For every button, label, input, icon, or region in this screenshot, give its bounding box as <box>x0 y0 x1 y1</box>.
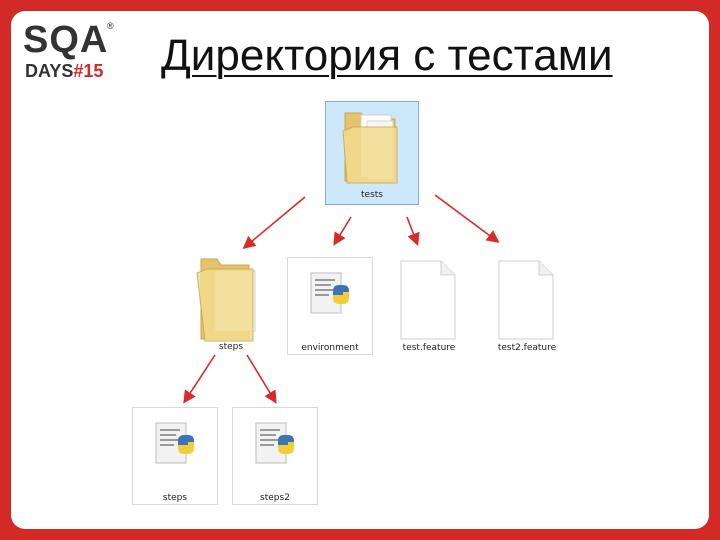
file-test2-feature-label: test2.feature <box>497 343 557 353</box>
logo-top-text: SQA <box>23 19 109 61</box>
file-steps-py-label: steps <box>162 493 188 503</box>
logo-sqa-text: SQA <box>23 19 108 62</box>
folder-icon <box>342 112 398 184</box>
file-steps2-py[interactable]: steps2 <box>232 407 318 505</box>
arrows-layer <box>183 194 500 404</box>
slide-title: Директория с тестами <box>161 31 613 80</box>
registered-mark: ® <box>107 21 114 31</box>
file-icon <box>400 260 456 340</box>
python-file-icon <box>155 422 194 464</box>
sqa-days-logo: SQA ® DAYS#15 <box>23 19 123 95</box>
logo-number: #15 <box>73 61 104 81</box>
folder-steps-label: steps <box>218 342 244 352</box>
folder-tests[interactable]: tests <box>325 101 419 205</box>
folder-tests-label: tests <box>361 190 383 200</box>
file-test-feature-label: test.feature <box>402 343 456 353</box>
logo-days: DAYS <box>25 61 74 81</box>
folder-steps[interactable]: steps <box>191 251 271 355</box>
file-steps-py[interactable]: steps <box>132 407 218 505</box>
file-environment-label: environment <box>301 343 359 353</box>
folder-icon <box>196 258 256 342</box>
arrow-tests-to-test2-feature <box>434 194 500 243</box>
slide: SQA ® DAYS#15 Директория с тестами tests… <box>11 11 709 529</box>
arrow-tests-to-environment <box>333 216 352 246</box>
python-file-icon <box>255 422 294 464</box>
file-test2-feature[interactable]: test2.feature <box>495 259 559 355</box>
file-environment[interactable]: environment <box>287 257 373 355</box>
file-steps2-py-label: steps2 <box>260 493 290 503</box>
arrow-tests-to-steps <box>242 196 306 250</box>
file-icon <box>498 260 554 340</box>
file-test-feature[interactable]: test.feature <box>397 259 461 355</box>
python-file-icon <box>310 272 349 314</box>
arrow-steps-to-steps2-py <box>246 354 277 404</box>
arrow-steps-to-steps-py <box>183 354 216 404</box>
arrow-tests-to-test-feature <box>406 216 420 246</box>
logo-days-text: DAYS#15 <box>25 61 103 82</box>
